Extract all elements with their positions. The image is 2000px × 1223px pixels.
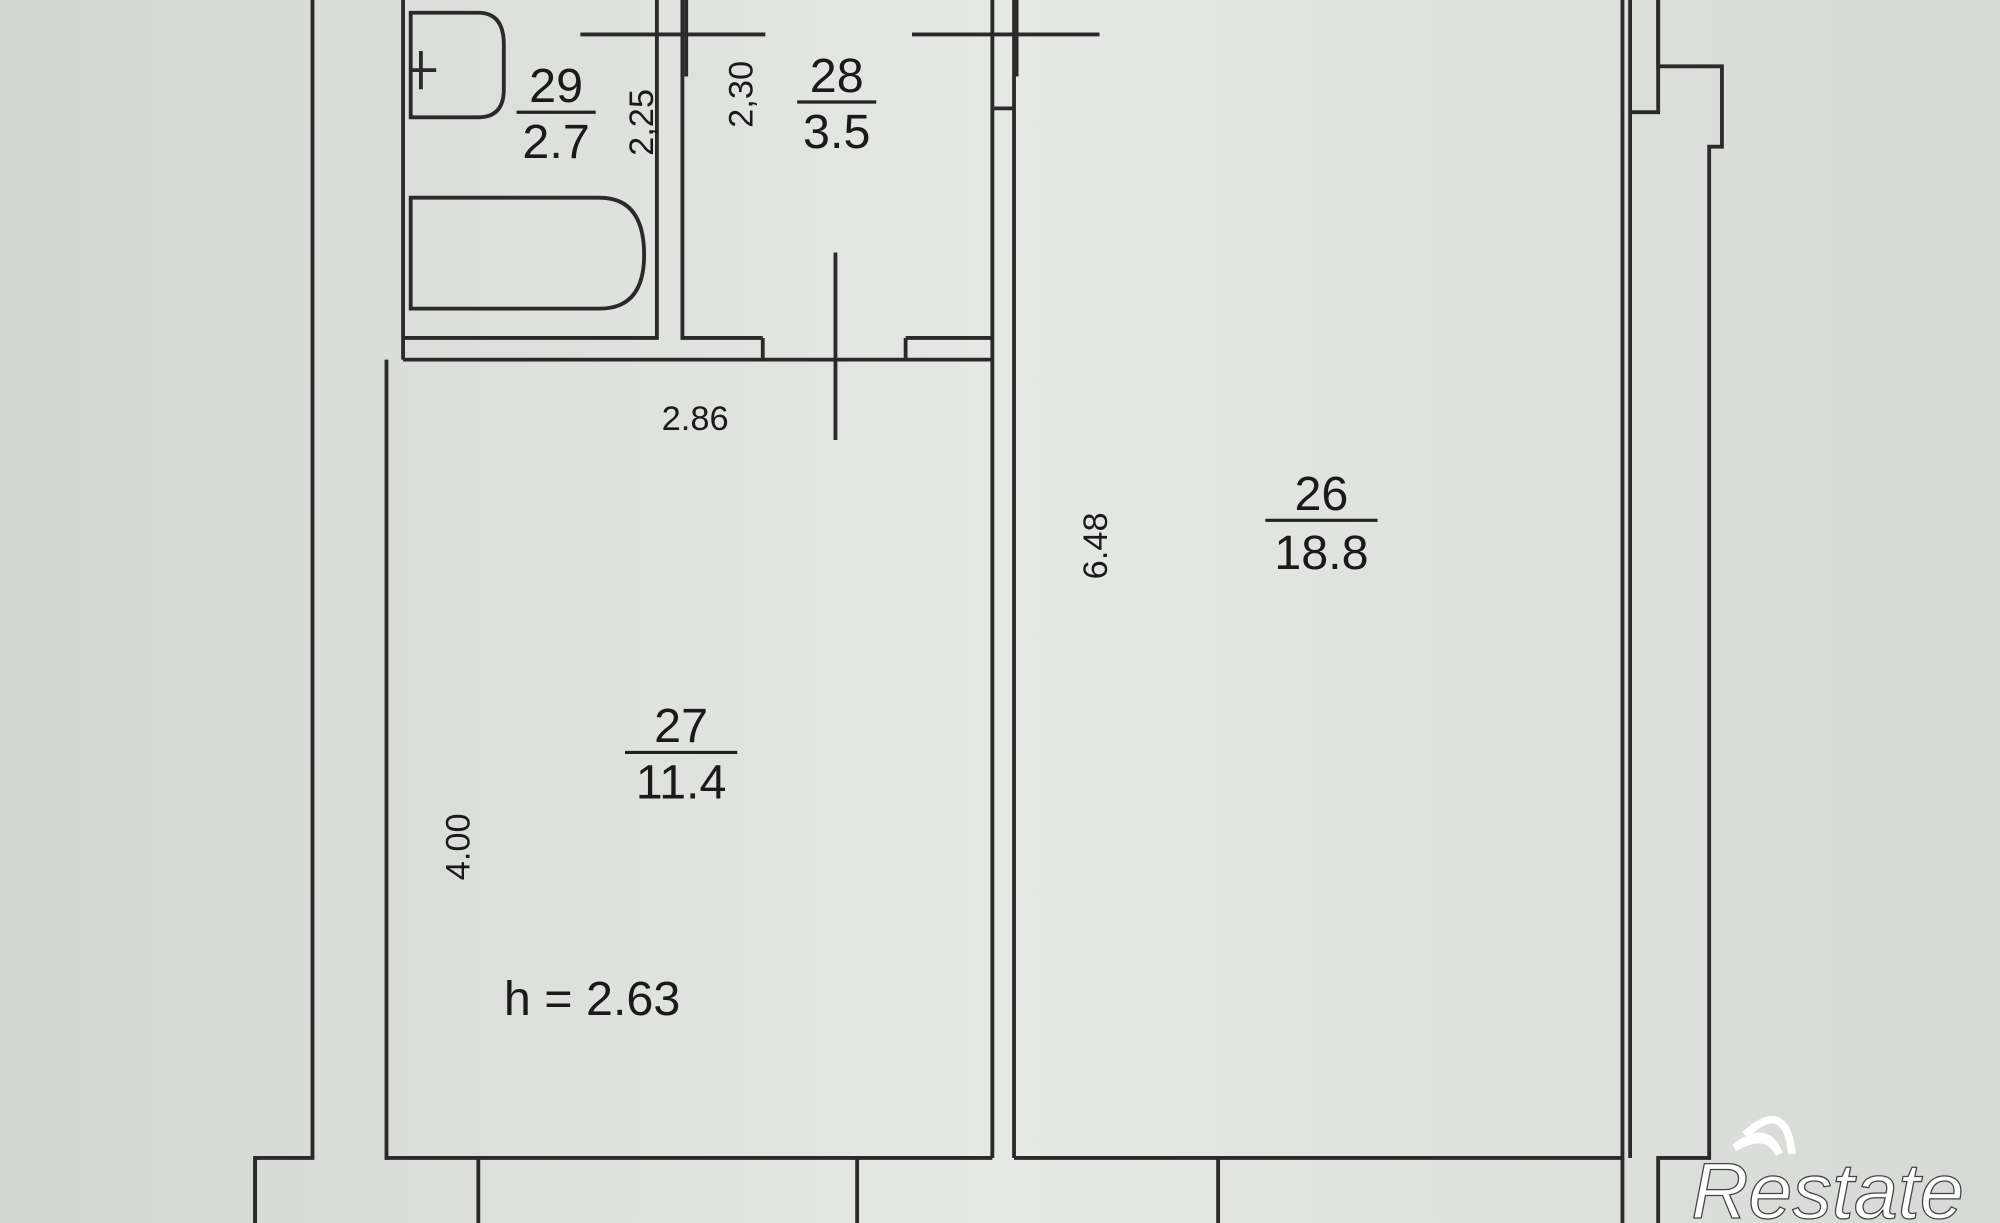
room-area: 18.8 <box>1274 526 1368 580</box>
room-number: 26 <box>1294 467 1348 521</box>
room-area: 11.4 <box>636 755 727 809</box>
room-28-label: 28 3.5 <box>797 49 877 159</box>
room-27-label: 27 11.4 <box>625 699 738 809</box>
bathtub-icon <box>408 195 647 311</box>
room-area: 2.7 <box>522 115 589 169</box>
room-29-label: 29 2.7 <box>516 59 596 169</box>
dimension-hall-length: 4.00 <box>439 813 477 880</box>
dimension-bath-width: 2,25 <box>623 89 661 156</box>
fixtures <box>408 0 1100 440</box>
room-number: 27 <box>654 699 708 753</box>
door-marks <box>580 0 1100 440</box>
room-area: 3.5 <box>803 105 870 159</box>
watermark-text: Restate <box>1691 1146 1964 1223</box>
restate-logo: Restate <box>1691 1115 1964 1223</box>
toilet-icon <box>408 10 506 120</box>
dimension-room-length: 6.48 <box>1077 512 1115 579</box>
walls <box>253 0 1724 1223</box>
room-number: 29 <box>529 59 583 113</box>
dimension-hall-width: 2.86 <box>662 400 729 438</box>
dimension-corridor-width: 2,30 <box>723 61 761 128</box>
ceiling-height: h = 2.63 <box>504 972 680 1026</box>
room-number: 28 <box>810 49 864 103</box>
room-26-label: 26 18.8 <box>1265 467 1378 580</box>
